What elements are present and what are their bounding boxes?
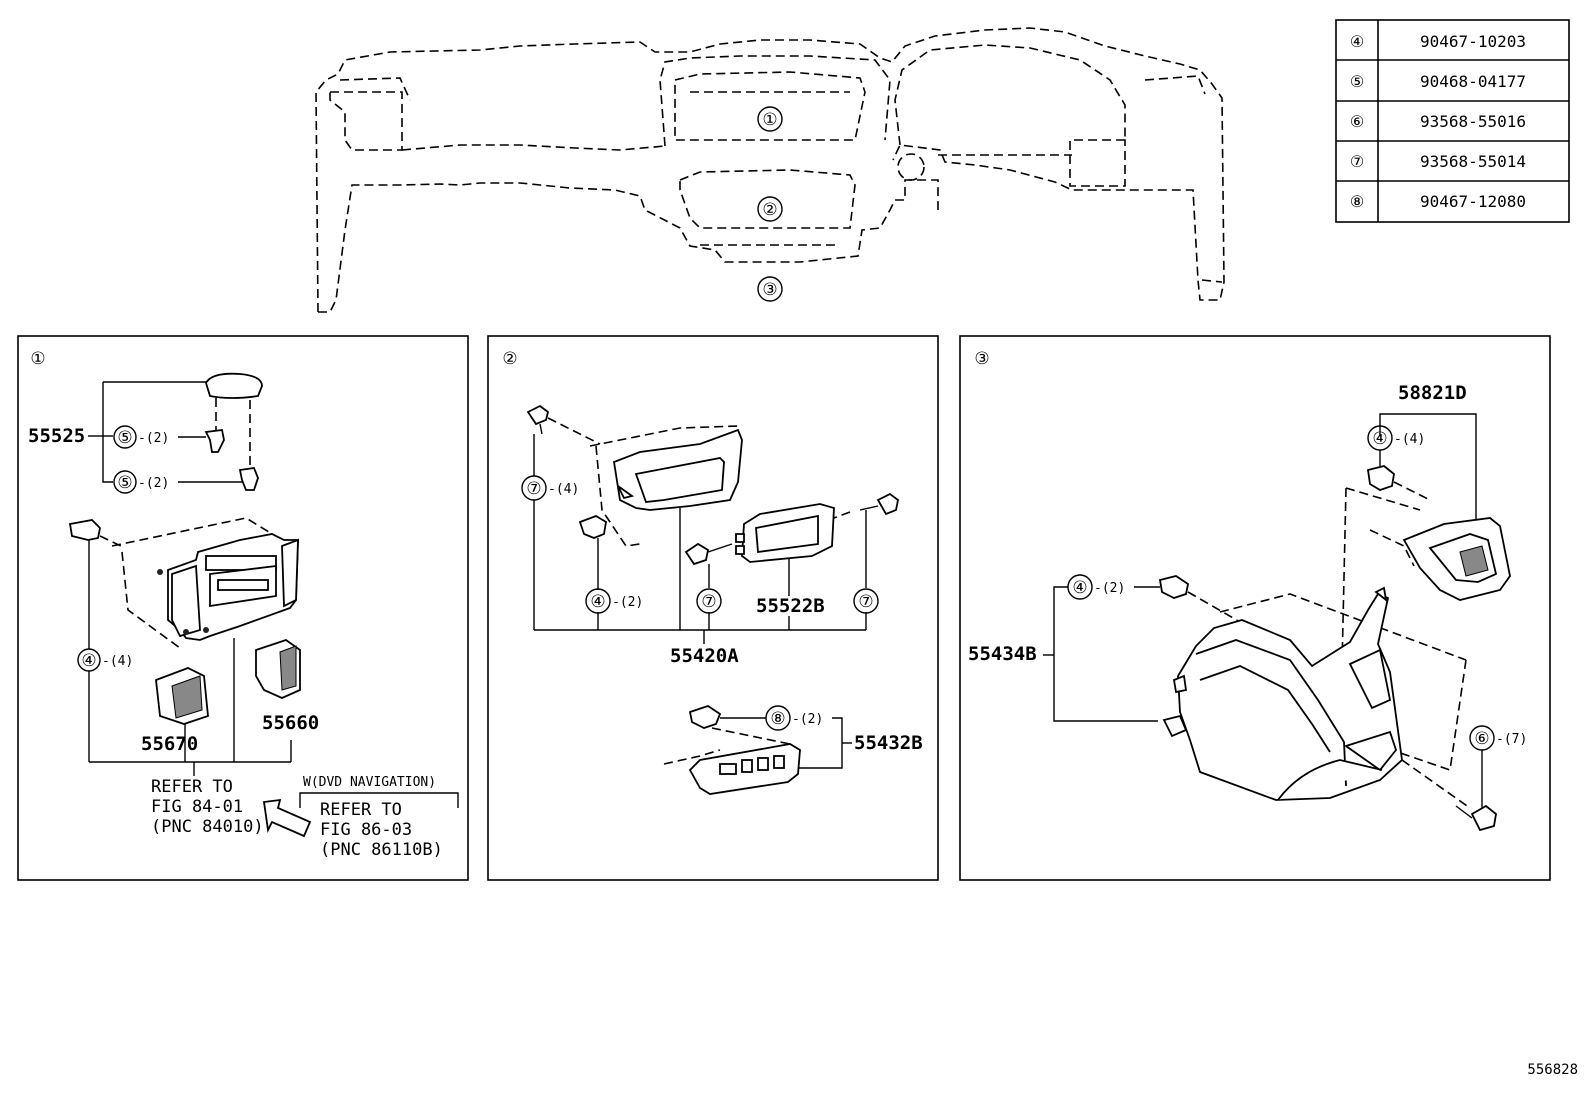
p1-fastener-qty-1: -(2) [138,431,169,446]
table-ref-4: ⑦ [1350,152,1364,171]
trim-cap-shape [205,372,263,399]
table-part-5: 90467-12080 [1420,192,1526,211]
panel-3-label: ③ [974,349,989,369]
p3-fastener-ref-2: ④ [1072,578,1087,598]
table-ref-1: ④ [1350,32,1364,51]
illustration-number: 556828 [1527,1062,1578,1078]
table-ref-2: ⑤ [1350,72,1364,91]
part-58821D: 58821D [1398,382,1467,404]
p1-fastener-ref-3: ④ [81,651,96,671]
panel-2: ② 55522B [487,335,939,881]
clip-shape-1 [204,429,225,453]
clip-shape-3 [68,519,101,541]
p1-refer-left-2: FIG 84-01 [151,797,243,817]
p2-fastener-qty-2: -(2) [612,595,643,610]
p2-fastener-ref-2: ④ [590,592,605,612]
p1-refer-right-1: REFER TO [320,800,402,820]
clip-shape-5 [688,705,722,729]
panel-3: ③ 58821D ④ -(4) 55434B ④ -(2) [959,335,1551,881]
table-part-1: 90467-10203 [1420,32,1526,51]
center-slot-2 [217,579,269,591]
clip-shape-7 [1158,575,1190,599]
p2-fastener-qty-1: -(4) [548,482,579,497]
part-55525: 55525 [28,425,85,447]
screw-shape-1 [526,404,550,426]
p2-fastener-qty-5: -(2) [792,712,823,727]
p1-fastener-ref-1: ⑤ [117,428,132,448]
overview-callout-2: ② [762,200,777,220]
p2-fastener-ref-4: ⑦ [858,592,873,612]
p2-fastener-ref-1: ⑦ [526,479,541,499]
overview-callout-1: ① [762,110,777,130]
p1-fastener-qty-2: -(2) [138,476,169,491]
p3-fastener-qty-2: -(2) [1094,581,1125,596]
dashboard-overview [315,27,1225,313]
table-part-4: 93568-55014 [1420,152,1526,171]
panel-1: ① 55525 ⑤ -(2) ⑤ -(2) [17,335,469,881]
overview-callout-3: ③ [762,280,777,300]
p3-fastener-ref-1: ④ [1372,429,1387,449]
p1-refer-right-2: FIG 86-03 [320,820,412,840]
table-ref-5: ⑧ [1350,192,1364,211]
panel-2-label: ② [502,349,517,369]
screw-shape-3 [876,492,899,516]
panel-1-label: ① [30,349,45,369]
p3-fastener-ref-3: ⑥ [1474,729,1489,749]
part-55420A: 55420A [670,645,739,667]
p2-fastener-ref-5: ⑧ [770,709,785,729]
clip-shape-6 [1366,465,1395,491]
p1-refer-left-1: REFER TO [151,777,233,797]
part-55660: 55660 [262,712,319,734]
table-part-3: 93568-55016 [1420,112,1526,131]
left-vent-frame [171,564,201,638]
part-55670: 55670 [141,733,198,755]
p1-fastener-qty-3: -(4) [102,654,133,669]
refer-arrow-icon [262,798,312,838]
p2-fastener-ref-3: ⑦ [701,592,716,612]
p1-dvd-condition: W(DVD NAVIGATION) [303,775,436,790]
part-55432B: 55432B [854,732,923,754]
fastener-table: ④ 90467-10203 ⑤ 90468-04177 ⑥ 93568-5501… [1335,19,1570,223]
table-ref-3: ⑥ [1350,112,1364,131]
clip-shape-2 [238,467,259,491]
p1-refer-left-3: (PNC 84010) [151,817,264,837]
part-55434B: 55434B [968,643,1037,665]
clip-shape-4 [578,515,607,539]
table-part-2: 90468-04177 [1420,72,1526,91]
overview-callouts: ① ② ③ [757,106,783,302]
p3-fastener-qty-3: -(7) [1496,732,1527,747]
p1-refer-right-3: (PNC 86110B) [320,840,443,860]
part-55522B: 55522B [756,595,825,617]
screw-shape-2 [684,542,710,566]
screw-shape-4 [1470,804,1497,832]
p3-fastener-qty-1: -(4) [1394,432,1425,447]
p1-fastener-ref-2: ⑤ [117,473,132,493]
